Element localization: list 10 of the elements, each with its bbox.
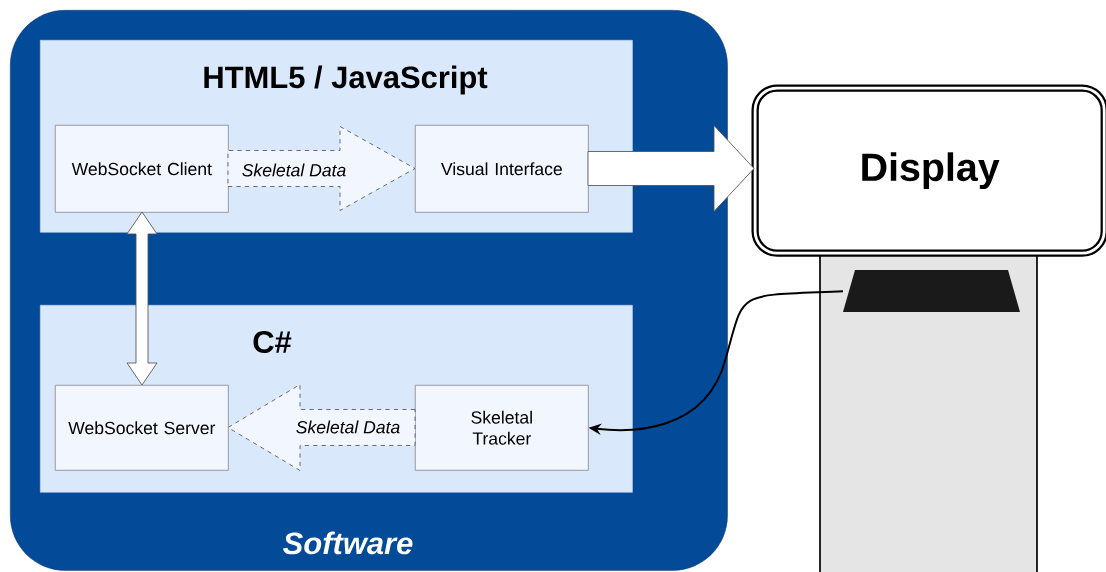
display-box: Display [751, 84, 1106, 257]
block-arrow [587, 125, 755, 212]
component-box: WebSocket Server [55, 385, 229, 471]
component-box: Skeletal Tracker [415, 385, 589, 471]
edge-label: Skeletal Data [240, 162, 348, 178]
block-arrow [126, 211, 158, 386]
component-box: WebSocket Client [55, 125, 229, 213]
edge-label: Skeletal Data [294, 419, 402, 435]
sensor-block [843, 270, 1020, 312]
component-box: Visual Interface [415, 125, 589, 213]
